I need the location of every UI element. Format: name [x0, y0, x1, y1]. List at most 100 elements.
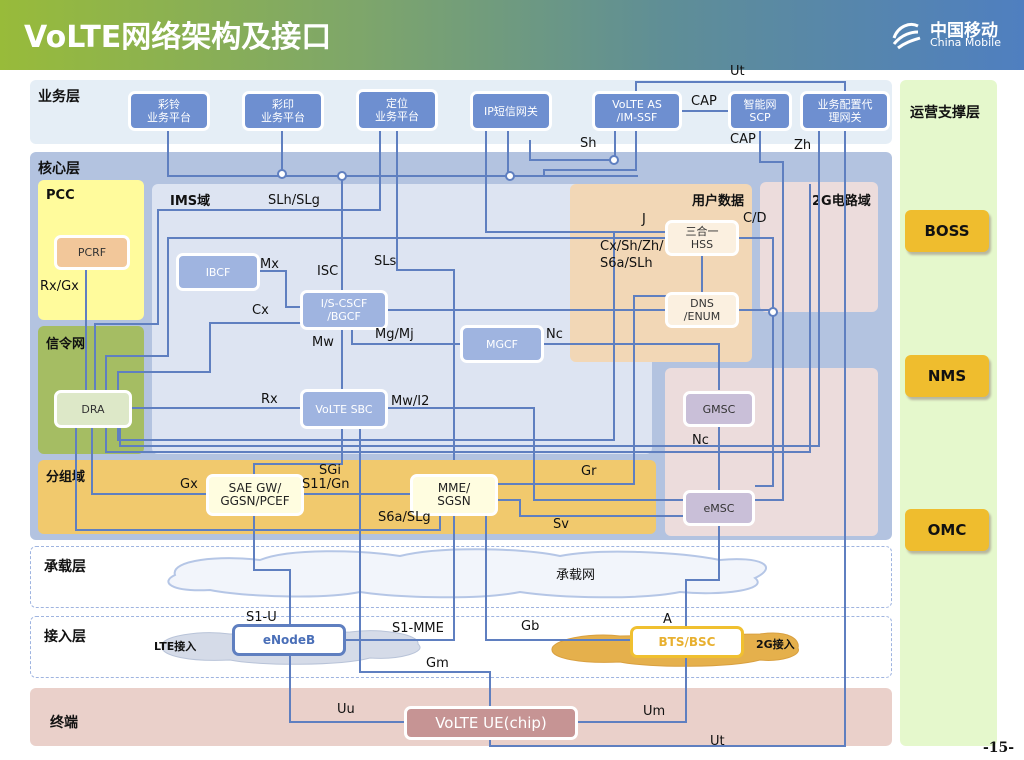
node-scp[interactable]: 智能网 SCP — [728, 91, 792, 131]
node-ip-sms-gateway[interactable]: IP短信网关 — [470, 91, 552, 131]
iface-s1u: S1-U — [246, 610, 277, 625]
line-ut-top — [635, 81, 846, 94]
bearer-network-label: 承载网 — [556, 568, 596, 583]
china-mobile-logo-icon — [892, 23, 921, 50]
node-volte-ue[interactable]: VoLTE UE(chip) — [404, 706, 578, 740]
node-crbt-platform[interactable]: 彩铃 业务平台 — [128, 91, 210, 131]
iface-slh-slg: SLh/SLg — [268, 193, 320, 208]
junction-dot — [337, 171, 347, 181]
iface-um: Um — [643, 704, 666, 719]
line-dra-cx — [117, 322, 302, 392]
iface-gb: Gb — [521, 619, 540, 634]
line-sv — [496, 499, 684, 517]
node-enodeb[interactable]: eNodeB — [232, 624, 346, 656]
line-mx — [258, 270, 302, 308]
iface-mx: Mx — [260, 257, 279, 272]
line-hss-down — [496, 256, 703, 485]
ops-omc[interactable]: OMC — [905, 509, 989, 551]
node-emsc[interactable]: eMSC — [683, 490, 755, 526]
line-bsc-um — [578, 656, 687, 723]
iface-mw-i2: Mw/I2 — [391, 394, 430, 409]
line-emsc-down — [685, 522, 720, 626]
iface-uu: Uu — [337, 702, 355, 717]
lte-access-label: LTE接入 — [154, 640, 197, 653]
line-dra-2 — [105, 237, 666, 392]
access-layer-label: 接入层 — [44, 629, 86, 645]
iface-gr: Gr — [581, 464, 597, 479]
iface-gx: Gx — [180, 477, 198, 492]
line-enodeb-uu — [289, 654, 404, 723]
iface-s11-gn: S11/Gn — [302, 477, 350, 492]
iface-sh: Sh — [580, 136, 597, 151]
line-provision-ut — [489, 128, 846, 747]
header-banner: VoLTE网络架构及接口 中国移动 China Mobile — [0, 0, 1024, 70]
bearer-layer-label: 承载层 — [44, 559, 86, 575]
node-ibcf[interactable]: IBCF — [176, 253, 260, 291]
logo: 中国移动 China Mobile — [888, 14, 1018, 54]
line-crbt — [167, 128, 342, 177]
iface-cd: C/D — [743, 211, 767, 226]
node-color-print-platform[interactable]: 彩印 业务平台 — [242, 91, 324, 131]
iface-sv: Sv — [553, 517, 569, 532]
line-location-b — [396, 128, 455, 460]
line-mw-i2 — [386, 407, 684, 501]
page-title: VoLTE网络架构及接口 — [24, 20, 332, 55]
junction-dot — [609, 155, 619, 165]
ims-label: IMS域 — [170, 194, 211, 209]
node-dns-enum[interactable]: DNS /ENUM — [665, 292, 739, 328]
ops-boss[interactable]: BOSS — [905, 210, 989, 252]
node-volte-sbc[interactable]: VoLTE SBC — [300, 389, 388, 429]
ops-layer-label: 运营支撑层 — [910, 105, 980, 121]
ops-nms[interactable]: NMS — [905, 355, 989, 397]
line-sh — [529, 128, 616, 161]
iface-nc-2: Nc — [692, 433, 709, 448]
node-volte-as[interactable]: VoLTE AS /IM-SSF — [592, 91, 682, 131]
line-dra-1 — [94, 236, 159, 392]
node-provision-gateway[interactable]: 业务配置代 理网关 — [800, 91, 890, 131]
logo-cn-text: 中国移动 — [930, 21, 998, 41]
core-layer-label: 核心层 — [38, 161, 80, 177]
node-hss[interactable]: 三合一 HSS — [665, 220, 739, 256]
junction-dot — [277, 169, 287, 179]
2g-access-label: 2G接入 — [756, 638, 795, 651]
access-layer — [30, 616, 892, 678]
line-gx — [91, 424, 208, 495]
iface-s1mme: S1-MME — [392, 621, 444, 636]
node-pcrf[interactable]: PCRF — [54, 235, 130, 270]
service-layer-label: 业务层 — [38, 89, 80, 105]
node-dra[interactable]: DRA — [54, 390, 132, 428]
line-as-isc — [543, 128, 637, 176]
bearer-cloud — [167, 548, 768, 599]
line-saegw-s1u — [253, 512, 291, 626]
iface-j: J — [642, 212, 646, 227]
node-sae-gw[interactable]: SAE GW/ GGSN/PCEF — [206, 474, 304, 516]
line-dra-bottom1 — [117, 232, 615, 441]
logo-en-text: China Mobile — [930, 36, 1002, 49]
line-dra-bottom2 — [105, 184, 811, 453]
line-cd — [736, 237, 774, 487]
bearer-layer — [30, 546, 892, 608]
junction-dot — [768, 307, 778, 317]
node-mgcf[interactable]: MGCF — [460, 325, 544, 363]
terminal-layer-label: 终端 — [50, 715, 78, 731]
signaling-label: 信令网 — [46, 337, 86, 352]
iface-sgi: SGi — [319, 463, 341, 478]
node-cscf[interactable]: I/S-CSCF /BGCF — [300, 290, 388, 330]
iface-sls: SLs — [374, 254, 397, 269]
node-gmsc[interactable]: GMSC — [683, 391, 755, 427]
iface-cx: Cx — [252, 303, 269, 318]
node-mme-sgsn[interactable]: MME/ SGSN — [410, 474, 498, 516]
line-sgi — [253, 426, 343, 476]
line-scp-cap — [755, 128, 784, 501]
line-mme-gb — [485, 512, 632, 641]
line-sbc-gm — [359, 426, 491, 708]
node-bts-bsc[interactable]: BTS/BSC — [630, 626, 744, 658]
iface-cx-sh-zh: Cx/Sh/Zh/ S6a/SLh — [600, 239, 664, 271]
node-location-platform[interactable]: 定位 业务平台 — [356, 89, 438, 131]
iface-a: A — [663, 612, 672, 627]
iface-mw: Mw — [312, 335, 334, 350]
iface-rx: Rx — [261, 392, 278, 407]
junction-dot — [505, 171, 515, 181]
packet-domain — [38, 460, 656, 534]
iface-nc-1: Nc — [546, 327, 563, 342]
